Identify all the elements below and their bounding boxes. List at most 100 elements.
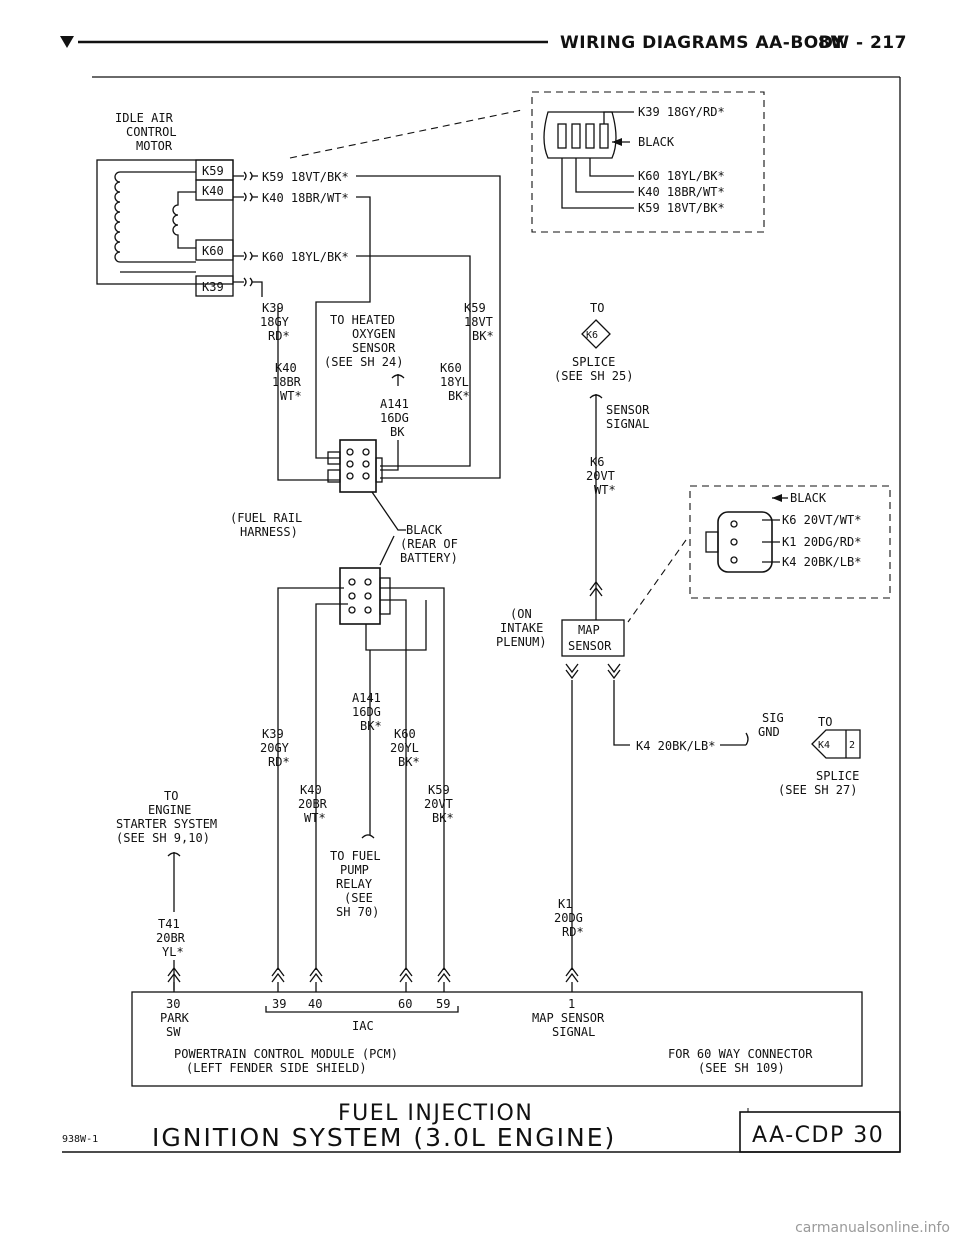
inset2-k1: K1 20DG/RD* (782, 535, 861, 549)
fuel-rail-l1: (FUEL RAIL (230, 511, 302, 525)
k59-20-l3: BK* (432, 811, 454, 825)
black-ground-l1: BLACK (406, 523, 443, 537)
pcm-pin-39: 39 (272, 997, 286, 1011)
inset2-black: BLACK (790, 491, 827, 505)
iac-pin-k60: K60 (202, 244, 224, 258)
map-sensor: MAP SENSOR (561, 619, 625, 657)
fuel-pump-l5: SH 70) (336, 905, 379, 919)
starter-l4: (SEE SH 9,10) (116, 831, 210, 845)
inset1-k40: K40 18BR/WT* (638, 185, 725, 199)
k60-20-l1: K60 (394, 727, 416, 741)
map-connector-inset: BLACK K6 20VT/WT* K1 20DG/RD* K4 20BK/LB… (689, 485, 891, 599)
pcm-terminal-arrows (167, 966, 579, 992)
header-arrow-icon (60, 36, 74, 48)
plenum-l1: (ON (510, 607, 532, 621)
k4-splice-l1: SPLICE (816, 769, 859, 783)
heated-o2-l3: SENSOR (352, 341, 396, 355)
inset1-k59: K59 18VT/BK* (638, 201, 725, 215)
k6-splice-l2: SPLICE (572, 355, 615, 369)
k4-splice-l2: (SEE SH 27) (778, 783, 857, 797)
black-ground-l3: BATTERY) (400, 551, 458, 565)
k6-splice-l3: (SEE SH 25) (554, 369, 633, 383)
map-signal-l2: SIGNAL (552, 1025, 595, 1039)
inset1-black: BLACK (638, 135, 675, 149)
wire-k60-label: K60 18YL/BK* (262, 250, 349, 264)
coil-icon (114, 171, 196, 273)
watermark: carmanualsonline.info (795, 1220, 950, 1236)
a141-l1: A141 (380, 397, 409, 411)
a141b-l1: A141 (352, 691, 381, 705)
k6-splice-badge: K6 (586, 330, 598, 341)
k40-20-l2: 20BR (298, 797, 328, 811)
fuel-pump-l4: (SEE (344, 891, 373, 905)
t41-l2: 20BR (156, 931, 186, 945)
black-ground-l2: (REAR OF (400, 537, 458, 551)
footer-title-1: FUEL INJECTION (338, 1101, 533, 1126)
a141-l2: 16DG (380, 411, 409, 425)
fuel-rail-connector-bottom (339, 567, 391, 625)
iac-connector-inset: K39 18GY/RD* BLACK K60 18YL/BK* K40 18BR… (531, 91, 765, 233)
k6-l3: WT* (594, 483, 616, 497)
k39-18-l1: K39 (262, 301, 284, 315)
plenum-l2: INTAKE (500, 621, 543, 635)
footer-code: 938W-1 (62, 1134, 98, 1145)
k39-18-l3: RD* (268, 329, 290, 343)
k59-18-l3: BK* (472, 329, 494, 343)
k1-l3: RD* (562, 925, 584, 939)
footer-page-id: AA-CDP 30 (752, 1123, 884, 1148)
inset2-k4: K4 20BK/LB* (782, 555, 861, 569)
k4-wire-label: K4 20BK/LB* (636, 739, 715, 753)
k39-18-l2: 18GY (260, 315, 290, 329)
connector-note-l2: (SEE SH 109) (698, 1061, 785, 1075)
map-sensor-l1: MAP (578, 623, 600, 637)
inset1-k60: K60 18YL/BK* (638, 169, 725, 183)
powertrain-control-module: 30 39 40 60 59 1 PARK SW IAC MAP SENSOR … (131, 991, 863, 1087)
k40-18-l1: K40 (275, 361, 297, 375)
a141b-l2: 16DG (352, 705, 381, 719)
fuel-rail-connector-top (327, 439, 383, 493)
page-footer: FUEL INJECTION 938W-1 IGNITION SYSTEM (3… (62, 1101, 901, 1153)
connector-note-l1: FOR 60 WAY CONNECTOR (668, 1047, 813, 1061)
header-title: WIRING DIAGRAMS AA-BODY (560, 33, 845, 53)
k59-18-l2: 18VT (464, 315, 493, 329)
k39-20-l3: RD* (268, 755, 290, 769)
fuel-pump-l1: TO FUEL (330, 849, 381, 863)
k40-18-l2: 18BR (272, 375, 302, 389)
pcm-pin-40: 40 (308, 997, 322, 1011)
k1-l2: 20DG (554, 911, 583, 925)
iac-label-2: CONTROL (126, 125, 177, 139)
iac-pin-k39: K39 (202, 280, 224, 294)
iac-wires: K59 18VT/BK* K40 18BR/WT* K60 18YL/BK* (233, 109, 523, 481)
header-page: 8W - 217 (818, 33, 907, 53)
k59-20-l1: K59 (428, 783, 450, 797)
t41-l3: YL* (162, 945, 184, 959)
pcm-pin-1: 1 (568, 997, 575, 1011)
inset1-k39: K39 18GY/RD* (638, 105, 725, 119)
pcm-pin-59: 59 (436, 997, 450, 1011)
fuel-pump-l2: PUMP (340, 863, 369, 877)
heated-o2-l1: TO HEATED (330, 313, 395, 327)
k59-20-l2: 20VT (424, 797, 453, 811)
sig-gnd-l2: GND (758, 725, 780, 739)
wire-k40-label: K40 18BR/WT* (262, 191, 349, 205)
pcm-location: (LEFT FENDER SIDE SHIELD) (186, 1061, 367, 1075)
a141-l3: BK (390, 425, 405, 439)
k1-l1: K1 (558, 897, 572, 911)
k6-l2: 20VT (586, 469, 615, 483)
k60-20-l2: 20YL (390, 741, 419, 755)
idle-air-control-motor: IDLE AIR CONTROL MOTOR K59 K40 K60 K39 (96, 111, 234, 297)
iac-label: IAC (352, 1019, 374, 1033)
starter-l1: TO (164, 789, 178, 803)
fuel-pump-l3: RELAY (336, 877, 373, 891)
map-sensor-l2: SENSOR (568, 639, 612, 653)
k60-18-l2: 18YL (440, 375, 469, 389)
fuel-rail-l2: HARNESS) (240, 525, 298, 539)
k6-splice-l1: TO (590, 301, 604, 315)
park-sw-l2: SW (166, 1025, 181, 1039)
k60-18-l3: BK* (448, 389, 470, 403)
k6-l1: K6 (590, 455, 604, 469)
coil-icon-2 (172, 191, 196, 249)
sig-gnd-l1: SIG (762, 711, 784, 725)
wire-k59-label: K59 18VT/BK* (262, 170, 349, 184)
